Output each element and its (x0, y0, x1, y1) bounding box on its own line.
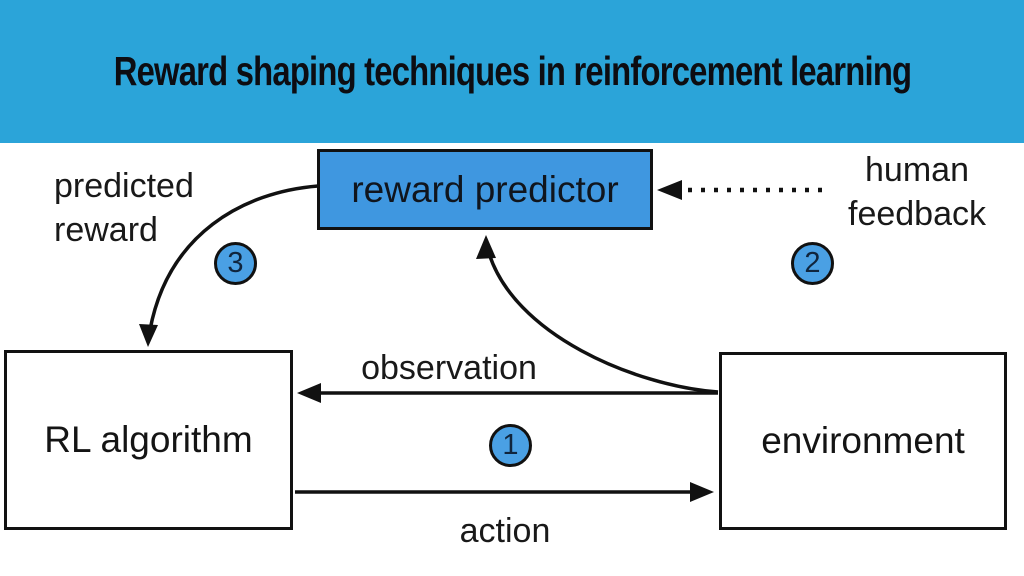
step-marker-3: 3 (214, 242, 257, 285)
page-title: Reward shaping techniques in reinforceme… (113, 48, 911, 94)
reward-predictor-node: reward predictor (317, 149, 653, 230)
step-marker-1: 1 (489, 424, 532, 467)
human-feedback-arrow (657, 180, 828, 200)
observation-label: observation (361, 349, 537, 387)
environment-label: environment (761, 420, 965, 461)
rl-algorithm-node: RL algorithm (4, 350, 293, 530)
rl-algorithm-label: RL algorithm (44, 419, 253, 460)
action-label: action (459, 512, 551, 550)
environment-node: environment (719, 352, 1007, 530)
title-banner: Reward shaping techniques in reinforceme… (0, 0, 1024, 143)
reward-predictor-label: reward predictor (351, 168, 619, 210)
predicted-reward-label: predicted reward (54, 167, 194, 249)
human-feedback-label: human feedback (848, 151, 986, 233)
action-arrow (295, 482, 714, 502)
step-marker-2: 2 (791, 242, 834, 285)
